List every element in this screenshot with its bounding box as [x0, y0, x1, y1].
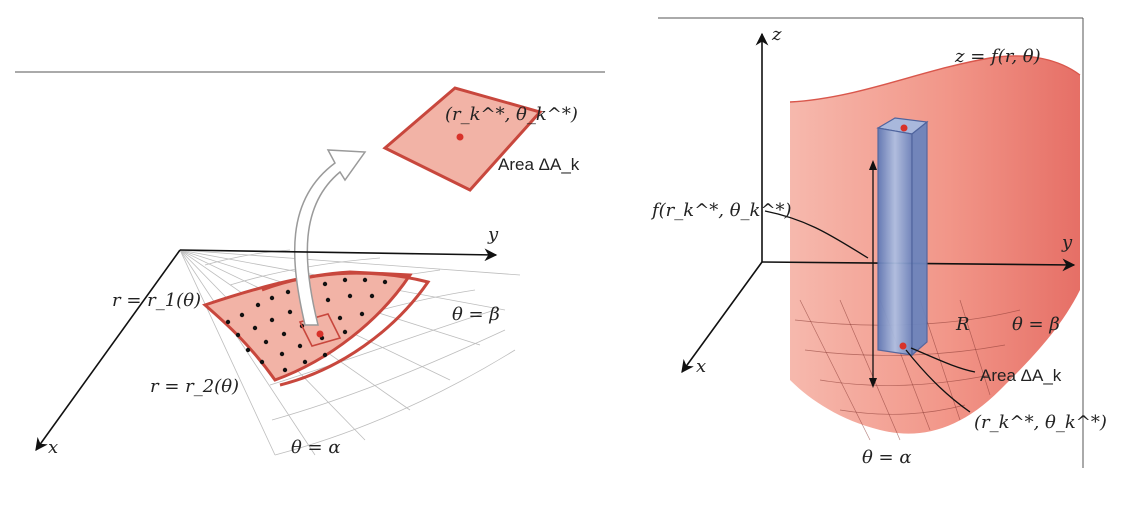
right-y-axis-label: y — [1061, 232, 1073, 253]
left-theta-alpha-label: θ = α — [291, 437, 341, 458]
right-height-label: f(r_k^*, θ_k^*) — [650, 200, 792, 221]
left-y-axis-label: y — [487, 224, 499, 245]
left-r1-label: r = r_1(θ) — [112, 290, 201, 311]
right-figure: z z = f(r, θ) f(r_k^*, θ_k^*) y x R θ = … — [650, 17, 1107, 468]
right-x-axis-label: x — [696, 356, 706, 377]
left-highlighted-cell — [298, 313, 342, 347]
left-zoom-arrow — [294, 149, 367, 326]
left-x-axis — [35, 249, 181, 452]
left-area-point-label: (r_k^*, θ_k^*) — [445, 104, 578, 125]
left-x-axis-label: x — [48, 437, 58, 458]
right-point-label: (r_k^*, θ_k^*) — [974, 412, 1107, 433]
left-outer-boundary — [261, 271, 431, 387]
right-height-arrow-bottom — [869, 378, 877, 388]
right-surface — [790, 55, 1080, 434]
right-area-label: Area ΔA_k — [980, 366, 1062, 385]
right-point-leader — [905, 349, 971, 413]
left-figure: (r_k^*, θ_k^*) Area ΔA_k y x r = r_1(θ) … — [15, 71, 605, 458]
left-y-axis — [179, 248, 498, 262]
right-region-label: R — [955, 314, 970, 335]
right-z-axis-label: z — [771, 24, 782, 45]
left-cell-point — [316, 330, 324, 338]
left-r2-label: r = r_2(θ) — [150, 376, 239, 397]
left-theta-beta-label: θ = β — [452, 304, 500, 325]
right-volume-column — [876, 117, 929, 357]
left-area-label: Area ΔA_k — [498, 155, 580, 174]
right-surface-top-edge — [789, 55, 1081, 103]
left-area-point — [456, 133, 464, 141]
right-theta-beta-label: θ = β — [1012, 314, 1060, 335]
right-x-axis — [681, 261, 763, 374]
right-surface-label: z = f(r, θ) — [954, 46, 1041, 67]
right-theta-alpha-label: θ = α — [862, 447, 912, 468]
left-sample-points — [225, 277, 388, 373]
right-height-leader — [764, 210, 869, 259]
right-height-arrow-top — [869, 160, 877, 170]
right-area-leader — [910, 347, 976, 373]
